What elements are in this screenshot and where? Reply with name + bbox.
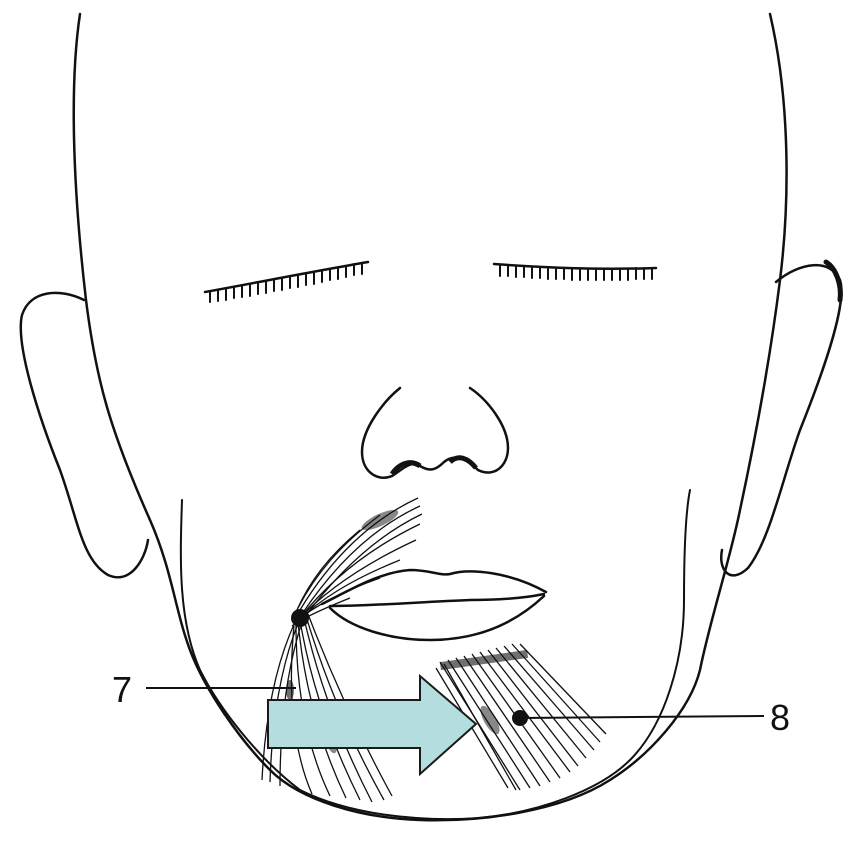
right-ear	[721, 262, 841, 575]
left-ear	[21, 293, 148, 577]
label-8: 8	[770, 697, 790, 738]
leader-line-8	[520, 716, 764, 718]
jaw-inner-line	[181, 490, 690, 819]
right-eye-closed	[494, 264, 656, 280]
label-7: 7	[112, 669, 132, 710]
left-eye-closed	[205, 262, 368, 302]
nose	[362, 388, 508, 478]
muscle-7-fibers	[262, 498, 422, 802]
